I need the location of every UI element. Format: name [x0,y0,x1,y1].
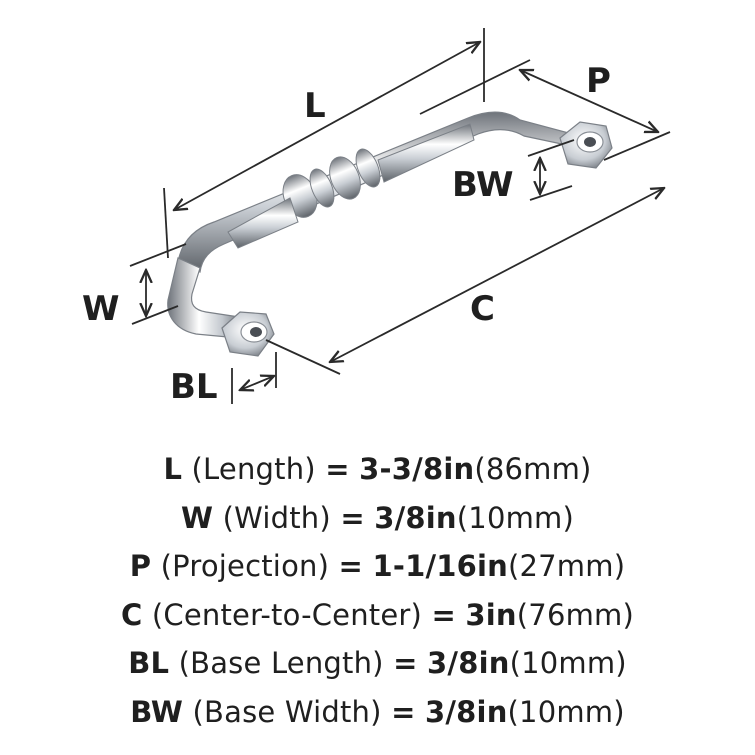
spec-equals: = [391,694,416,729]
dimension-lines [129,28,671,404]
handle-illustration [167,111,613,357]
label-p: P [586,61,611,101]
spec-code: W [180,500,214,535]
spec-value: 3in [465,597,517,632]
label-c: C [470,289,495,329]
spec-equals: = [340,500,365,535]
spec-code: P [129,549,152,583]
dimension-bw-ext-bottom [529,185,573,201]
dimension-p-line [520,70,658,132]
dimension-bw-ext-top [527,139,575,157]
spec-value: 1-1/16in [372,549,508,583]
spec-line-l: L (Length) = 3-3/8in(86mm) [0,445,755,494]
label-l: L [304,86,326,126]
dimension-w-ext-bottom [131,305,179,325]
dimension-spec-list: L (Length) = 3-3/8in(86mm)W (Width) = 3/… [0,445,755,736]
spec-name: (Length) [191,452,316,486]
spec-equals: = [325,452,350,486]
spec-code: L [163,452,183,486]
spec-metric: (27mm) [507,549,626,583]
handle-dimension-diagram: L P BW W C BL [82,28,671,407]
spec-line-bw: BW (Base Width) = 3/8in(10mm) [0,688,755,737]
handle-left-base [221,311,275,357]
spec-line-c: C (Center-to-Center) = 3in(76mm) [0,591,755,640]
spec-code: BW [130,694,184,729]
spec-name: (Base Length) [178,646,384,680]
dimension-c-line [330,188,664,362]
label-bl: BL [170,367,218,407]
dimension-bl-line [240,376,274,390]
dimension-p-ext [603,131,671,161]
handle-ornament [227,123,475,249]
spec-line-w: W (Width) = 3/8in(10mm) [0,494,755,543]
spec-name: (Width) [222,500,331,535]
spec-value: 3/8in [425,694,508,729]
spec-code: C [120,597,143,632]
spec-name: (Projection) [160,549,330,583]
dimension-l-ext-right2 [419,59,531,115]
label-bw: BW [452,165,514,205]
spec-line-bl: BL (Base Length) = 3/8in(10mm) [0,639,755,688]
dimension-l-line [174,42,480,210]
spec-metric: (10mm) [456,500,575,535]
spec-metric: (76mm) [516,597,635,632]
spec-metric: (10mm) [509,646,627,680]
spec-value: 3-3/8in [359,452,475,486]
dimension-c-ext-left [265,339,341,375]
dimension-w-ext-top [129,243,187,267]
spec-equals: = [338,549,364,583]
spec-value: 3/8in [374,500,457,535]
spec-equals: = [393,646,418,680]
label-w: W [82,289,120,329]
spec-name: (Base Width) [192,694,382,729]
spec-equals: = [431,597,456,632]
handle-right-base [559,121,613,169]
spec-value: 3/8in [427,646,510,680]
handle-bar [177,111,592,273]
spec-name: (Center-to-Center) [151,597,423,632]
spec-metric: (10mm) [507,694,625,729]
spec-line-p: P (Projection) = 1-1/16in(27mm) [0,542,755,591]
spec-code: BL [128,646,170,680]
dimension-l-ext-left [163,187,169,259]
spec-metric: (86mm) [474,452,592,486]
